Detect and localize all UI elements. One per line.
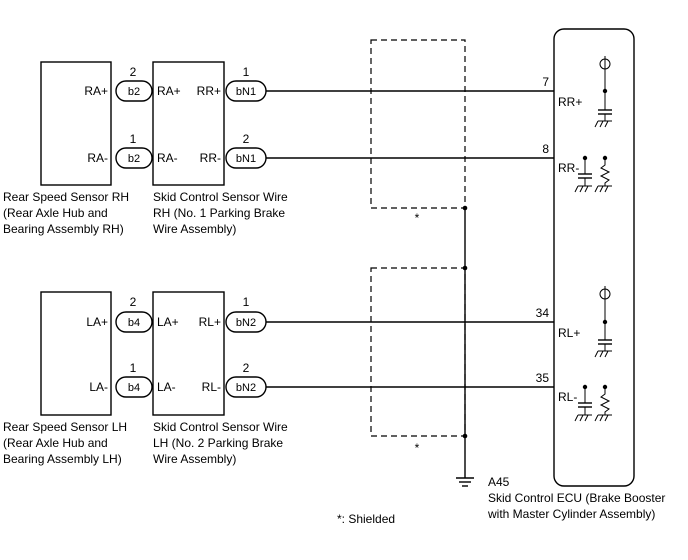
ecu-pin-number-8: 8: [542, 142, 549, 156]
bn2-pin-number-1: 1: [243, 295, 250, 309]
wire-rh-pin-rr-minus: RR-: [200, 151, 221, 165]
sensor-lh-pin-la-plus: LA+: [86, 315, 108, 329]
wire-rh-pin-rr-plus: RR+: [197, 84, 221, 98]
b2-label-bottom: b2: [128, 153, 140, 165]
sensor-rh-pin-ra-plus: RA+: [84, 84, 108, 98]
ecu-code: A45: [488, 475, 510, 489]
wire-lh-pin-la-minus: LA-: [157, 380, 176, 394]
bn2-label-bottom: bN2: [236, 382, 256, 394]
junction-dot: [462, 433, 468, 439]
sensor-lh-pin-la-minus: LA-: [89, 380, 108, 394]
ecu-rl-plus-circuit: [594, 286, 612, 358]
sensor-rh-caption-line-1: Rear Speed Sensor RH: [3, 190, 129, 204]
ground-icon: [456, 477, 474, 487]
b2-pin-number-2: 2: [130, 65, 137, 79]
bn2-label-top: bN2: [236, 317, 256, 329]
b4-connector-bottom: [115, 376, 153, 398]
connector-bn1: 1 bN1 2 bN1: [225, 65, 267, 169]
wire-rh-pin-ra-plus: RA+: [157, 84, 181, 98]
b4-connector-top: [115, 311, 153, 333]
bn1-pin-number-1: 1: [243, 65, 250, 79]
ecu-pin-number-7: 7: [542, 75, 549, 89]
wire-lh-pin-rl-minus: RL-: [202, 380, 221, 394]
wire-rh-caption-line-3: Wire Assembly): [153, 222, 236, 236]
rear-speed-sensor-lh: [40, 291, 112, 416]
shield-rh-mark: *: [415, 211, 420, 225]
ecu-caption-line-2: with Master Cylinder Assembly): [487, 507, 655, 521]
wire-lh-caption-line-1: Skid Control Sensor Wire: [153, 420, 288, 434]
sensor-rh-caption: Rear Speed Sensor RH (Rear Axle Hub and …: [3, 190, 129, 236]
sensor-lh-caption-line-3: Bearing Assembly LH): [3, 452, 122, 466]
rear-speed-sensor-rh: [40, 61, 112, 186]
wire-lh-caption-line-2: LH (No. 2 Parking Brake: [153, 436, 283, 450]
ecu-pin-name-rl-plus: RL+: [558, 326, 580, 340]
shield-lh: [370, 267, 466, 437]
ecu-rr-minus-circuit: [574, 155, 612, 193]
ecu-rl-minus-circuit: [574, 384, 612, 422]
sensor-rh-caption-line-3: Bearing Assembly RH): [3, 222, 124, 236]
sensor-wire-rh: [152, 61, 225, 186]
sensor-rh-pin-ra-minus: RA-: [87, 151, 108, 165]
wire-lh-caption-line-3: Wire Assembly): [153, 452, 236, 466]
sensor-wire-lh: [152, 291, 225, 416]
skid-control-ecu: [553, 28, 635, 487]
ecu-pin-name-rl-minus: RL-: [558, 390, 577, 404]
shield-rh: [370, 39, 466, 209]
wire-rh-pin-ra-minus: RA-: [157, 151, 178, 165]
b4-pin-number-1: 1: [130, 361, 137, 375]
bn2-pin-number-2: 2: [243, 361, 250, 375]
ecu-rr-plus-circuit: [594, 56, 612, 128]
sensor-rh-caption-line-2: (Rear Axle Hub and: [3, 206, 108, 220]
sensor-lh-caption: Rear Speed Sensor LH (Rear Axle Hub and …: [3, 420, 127, 466]
wire-lh-caption: Skid Control Sensor Wire LH (No. 2 Parki…: [153, 420, 288, 466]
junction-dot: [462, 205, 468, 211]
ecu-pin-name-rr-minus: RR-: [558, 161, 579, 175]
footnote-shielded: *: Shielded: [337, 512, 395, 526]
wire-rh-caption-line-2: RH (No. 1 Parking Brake: [153, 206, 285, 220]
b2-connector-top: [115, 80, 153, 102]
b2-connector-bottom: [115, 147, 153, 169]
bn1-label-bottom: bN1: [236, 153, 256, 165]
junction-dot: [462, 265, 468, 271]
b4-label-top: b4: [128, 317, 140, 329]
wire-lh-pin-la-plus: LA+: [157, 315, 179, 329]
sensor-lh-caption-line-1: Rear Speed Sensor LH: [3, 420, 127, 434]
b4-pin-number-2: 2: [130, 295, 137, 309]
bn1-pin-number-2: 2: [243, 132, 250, 146]
b2-pin-number-1: 1: [130, 132, 137, 146]
ecu-pin-number-34: 34: [536, 306, 550, 320]
connector-bn2: 1 bN2 2 bN2: [225, 295, 267, 398]
wire-rh-caption-line-1: Skid Control Sensor Wire: [153, 190, 288, 204]
sensor-lh-caption-line-2: (Rear Axle Hub and: [3, 436, 108, 450]
shield-lh-mark: *: [415, 441, 420, 455]
connector-b4: 2 b4 1 b4: [115, 295, 153, 398]
connector-b2: 2 b2 1 b2: [115, 65, 153, 169]
wire-lh-pin-rl-plus: RL+: [199, 315, 221, 329]
ecu-pin-name-rr-plus: RR+: [558, 95, 582, 109]
ecu-pin-number-35: 35: [536, 371, 550, 385]
b2-label-top: b2: [128, 86, 140, 98]
ecu-caption-line-1: Skid Control ECU (Brake Booster: [488, 491, 665, 505]
b4-label-bottom: b4: [128, 382, 140, 394]
bn1-label-top: bN1: [236, 86, 256, 98]
wire-rh-caption: Skid Control Sensor Wire RH (No. 1 Parki…: [153, 190, 288, 236]
